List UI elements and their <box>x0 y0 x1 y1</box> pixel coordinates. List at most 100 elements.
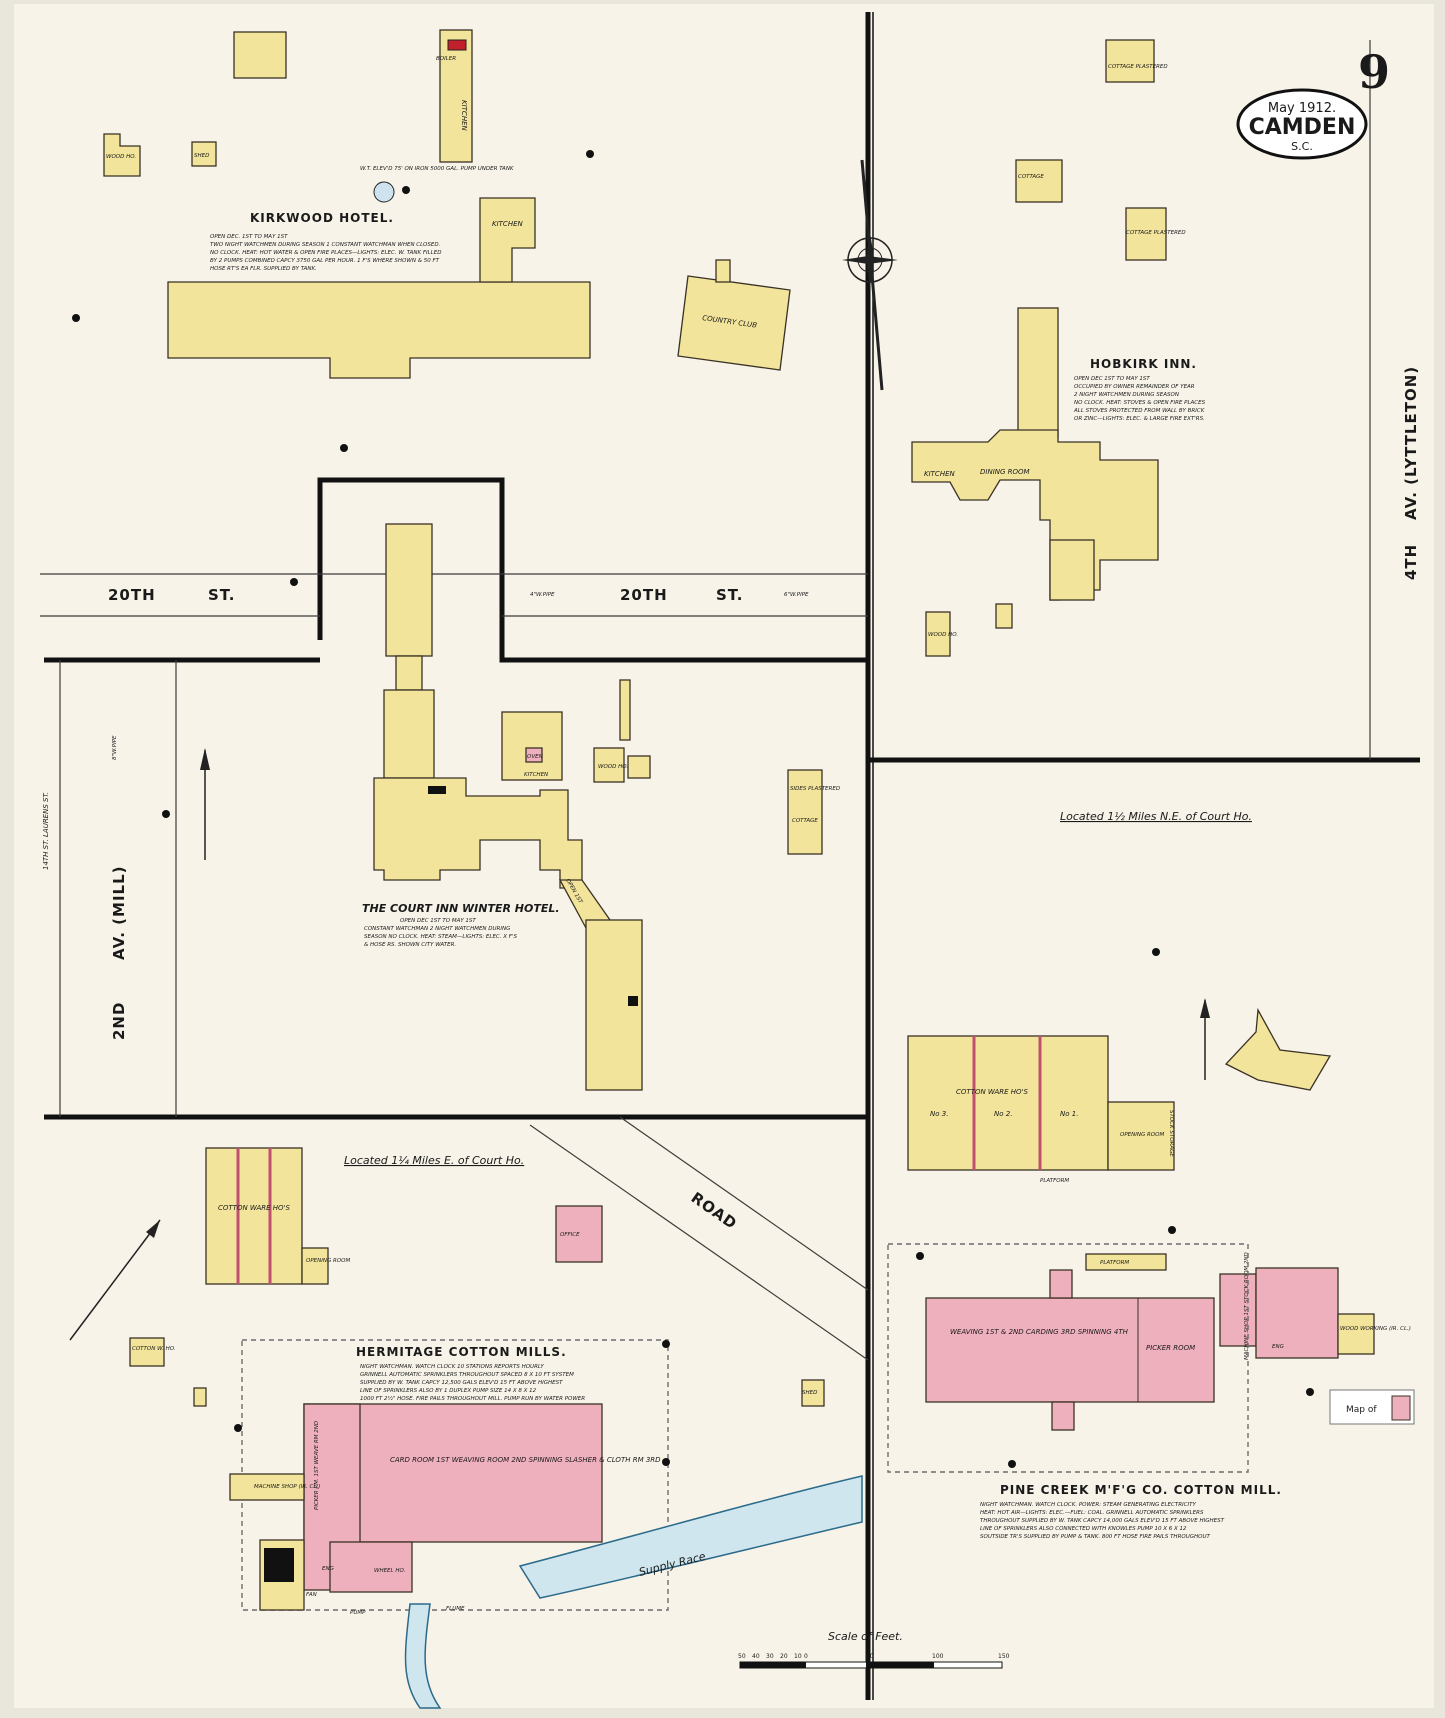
hobkirk-inn: HOBKIRK INN. OPEN DEC 1ST TO MAY 1ST OCC… <box>911 39 1206 657</box>
court-inn-oven: OVEN <box>527 754 543 760</box>
scale-tick: 0 <box>804 1653 808 1660</box>
court-inn-note: & HOSE RS. SHOWN CITY WATER. <box>364 942 456 948</box>
kirkwood-wood-ho: WOOD HO. <box>106 154 136 160</box>
pine-creek-no3: No 3. <box>930 1110 948 1118</box>
hermitage-cotton-ho: COTTON W. HO. <box>132 1346 176 1352</box>
kirkwood-boiler: BOILER <box>436 56 456 62</box>
sheet-number: 9 <box>1358 45 1390 99</box>
pine-creek-machine: MACHINE SHOP 1ST STOCK ROOM 2ND <box>1244 1252 1250 1360</box>
hermitage-note: 1000 FT 2½" HOSE. FIRE PAILS THROUGHOUT … <box>360 1395 585 1402</box>
hobkirk-note: OCCUPIED BY OWNER REMAINDER OF YEAR <box>1074 384 1195 390</box>
scale-tick: 100 <box>932 1653 944 1660</box>
kirkwood-note: NO CLOCK. HEAT: HOT WATER & OPEN FIRE PL… <box>210 250 442 256</box>
scale-tick: 50 <box>738 1653 746 1660</box>
hobkirk-wood-ho: WOOD HO. <box>928 632 958 638</box>
pine-creek-warehouse: COTTON WARE HO'S <box>956 1088 1028 1096</box>
court-inn-wood-ho: WOOD HO. <box>598 764 628 770</box>
supply-race: Supply Race FLUME <box>404 1475 863 1709</box>
pine-creek-note: SOUTSIDE TR'S SUPPLIED BY PUMP & TANK. 8… <box>980 1534 1210 1540</box>
hermitage-picker: PICKER RM. 1ST WEAVE RM 2ND <box>314 1421 320 1510</box>
hermitage-office: OFFICE <box>560 1232 580 1238</box>
hermitage-machine-shop: MACHINE SHOP (IR. CL.) <box>254 1484 320 1490</box>
country-club: COUNTRY CLUB <box>677 259 791 371</box>
pine-creek-note: LINE OF SPRINKLERS ALSO CONNECTED WITH K… <box>980 1526 1187 1532</box>
hobkirk-note: 2 NIGHT WATCHMEN DURING SEASON <box>1074 392 1179 398</box>
pine-creek-picker: PICKER ROOM <box>1146 1344 1195 1352</box>
map-date: May 1912. <box>1268 101 1336 116</box>
block-lines <box>40 12 1420 1700</box>
pine-creek-mill: COTTON WARE HO'S No 1. No 2. No 3. OPENI… <box>887 1007 1411 1540</box>
pine-creek-wood-working: WOOD WORKING (IR. CL.) <box>1340 1326 1411 1332</box>
kirkwood-kitchen2: KITCHEN <box>460 100 468 132</box>
map-tag-label: Map of <box>1346 1405 1377 1415</box>
pine-creek-note: THROUGHOUT SUPPLIED BY W. TANK CAPCY 14,… <box>980 1518 1225 1524</box>
kirkwood-note: TWO NIGHT WATCHMEN DURING SEASON 1 CONST… <box>210 242 441 248</box>
court-inn-note: SEASON NO CLOCK. HEAT: STEAM—LIGHTS: ELE… <box>364 934 517 940</box>
hermitage-mill: COTTON WARE HO'S OPENING ROOM OFFICE COT… <box>129 1147 825 1616</box>
pipe-label-8w: 8"W.PIPE <box>112 735 118 760</box>
scale-label: Scale of Feet. <box>828 1630 903 1643</box>
pine-creek-platform: PLATFORM <box>1040 1178 1069 1184</box>
kirkwood-shed: SHED <box>194 153 209 159</box>
kirkwood-tank: W.T. ELEV'D 75' ON IRON 5000 GAL. PUMP U… <box>360 166 514 172</box>
hobkirk-note: NO CLOCK. HEAT: STOVES & OPEN FIRE PLACE… <box>1074 400 1206 406</box>
north-arrow-icon <box>69 748 1210 1341</box>
street-20th-right: 20TH <box>620 586 668 604</box>
sheet-header: 9 May 1912. CAMDEN S.C. <box>1236 45 1390 160</box>
kirkwood-hotel: KIRKWOOD HOTEL. OPEN DEC. 1ST TO MAY 1ST… <box>103 29 591 379</box>
avenue-4th: 4TH <box>1402 544 1420 580</box>
hobkirk-cottage: COTTAGE PLASTERED <box>1126 230 1186 236</box>
scale-tick: 50 <box>866 1653 874 1660</box>
scale-tick: 20 <box>780 1653 788 1660</box>
map-tag: Map of <box>1329 1389 1415 1425</box>
pine-creek-opening: OPENING ROOM <box>1120 1132 1164 1138</box>
pine-creek-no1: No 1. <box>1060 1110 1078 1118</box>
court-inn-cottage: COTTAGE <box>792 818 818 824</box>
hobkirk-title: HOBKIRK INN. <box>1090 357 1197 371</box>
court-inn-kitchen: KITCHEN <box>524 772 548 778</box>
state-name: S.C. <box>1291 140 1313 153</box>
city-name: CAMDEN <box>1249 115 1356 140</box>
pine-creek-title: PINE CREEK M'F'G CO. COTTON MILL. <box>1000 1483 1282 1497</box>
location-note-ne: Located 1½ Miles N.E. of Court Ho. <box>1060 810 1252 823</box>
scale-bar: Scale of Feet. 50 40 30 20 10 0 50 100 1… <box>738 1630 1010 1669</box>
pine-creek-stock-storage: STOCK STORAGE <box>1168 1110 1174 1157</box>
hermitage-note: LINE OF SPRINKLERS ALSO BY 1 DUPLEX PUMP… <box>360 1388 537 1394</box>
hydrant-icon <box>72 150 1314 1468</box>
hobkirk-dining: DINING ROOM <box>980 468 1030 476</box>
hermitage-note: SUPPLIED BY W. TANK CAPCY 12,500 GALS EL… <box>360 1380 563 1386</box>
kirkwood-note: HOSE RT'S EA FLR. SUPPLIED BY TANK. <box>210 266 317 272</box>
court-inn-sides: SIDES PLASTERED <box>790 786 840 792</box>
avenue-2nd: 2ND <box>110 1002 128 1040</box>
hobkirk-note: ALL STOVES PROTECTED FROM WALL BY BRICK <box>1073 408 1205 414</box>
pine-creek-weaving: WEAVING 1ST & 2ND CARDING 3RD SPINNING 4… <box>950 1328 1129 1336</box>
kirkwood-kitchen: KITCHEN <box>492 220 524 228</box>
hermitage-warehouse: COTTON WARE HO'S <box>218 1204 290 1212</box>
hermitage-pump: PUMP <box>350 1610 366 1616</box>
hermitage-shed: SHED <box>802 1390 817 1396</box>
court-inn-note: OPEN DEC 1ST TO MAY 1ST <box>400 918 476 924</box>
pine-creek-note: NIGHT WATCHMAN. WATCH CLOCK. POWER: STEA… <box>980 1502 1197 1508</box>
hermitage-title: HERMITAGE COTTON MILLS. <box>356 1345 567 1359</box>
avenue-2nd-suffix: AV. (MILL) <box>110 865 128 960</box>
street-20th-right-suffix: ST. <box>716 586 743 604</box>
avenue-4th-suffix: AV. (LYTTLETON) <box>1402 366 1420 520</box>
hobkirk-note: OR ZINC—LIGHTS: ELEC. & LARGE FIRE EXT'R… <box>1074 416 1205 422</box>
title-cartouche <box>1236 88 1368 160</box>
hobkirk-cottage: COTTAGE <box>1018 174 1044 180</box>
hermitage-card-room: CARD ROOM 1ST WEAVING ROOM 2ND SPINNING … <box>390 1456 661 1464</box>
kirkwood-title: KIRKWOOD HOTEL. <box>250 211 394 225</box>
flume-label: FLUME <box>446 1606 465 1612</box>
pine-creek-platform2: PLATFORM <box>1100 1260 1129 1266</box>
scale-tick: 30 <box>766 1653 774 1660</box>
court-inn: THE COURT INN WINTER HOTEL. OPEN DEC 1ST… <box>362 523 840 1091</box>
laurens-street: 14TH ST. LAURENS ST. <box>42 792 50 870</box>
street-20th-left: 20TH <box>108 586 156 604</box>
hermitage-fan: FAN <box>306 1592 317 1598</box>
hermitage-note: GRINNELL AUTOMATIC SPRINKLERS THROUGHOUT… <box>360 1372 574 1378</box>
street-20th-left-suffix: ST. <box>208 586 235 604</box>
kirkwood-note: OPEN DEC. 1ST TO MAY 1ST <box>210 234 288 240</box>
pine-creek-eng: ENG <box>1272 1344 1284 1350</box>
